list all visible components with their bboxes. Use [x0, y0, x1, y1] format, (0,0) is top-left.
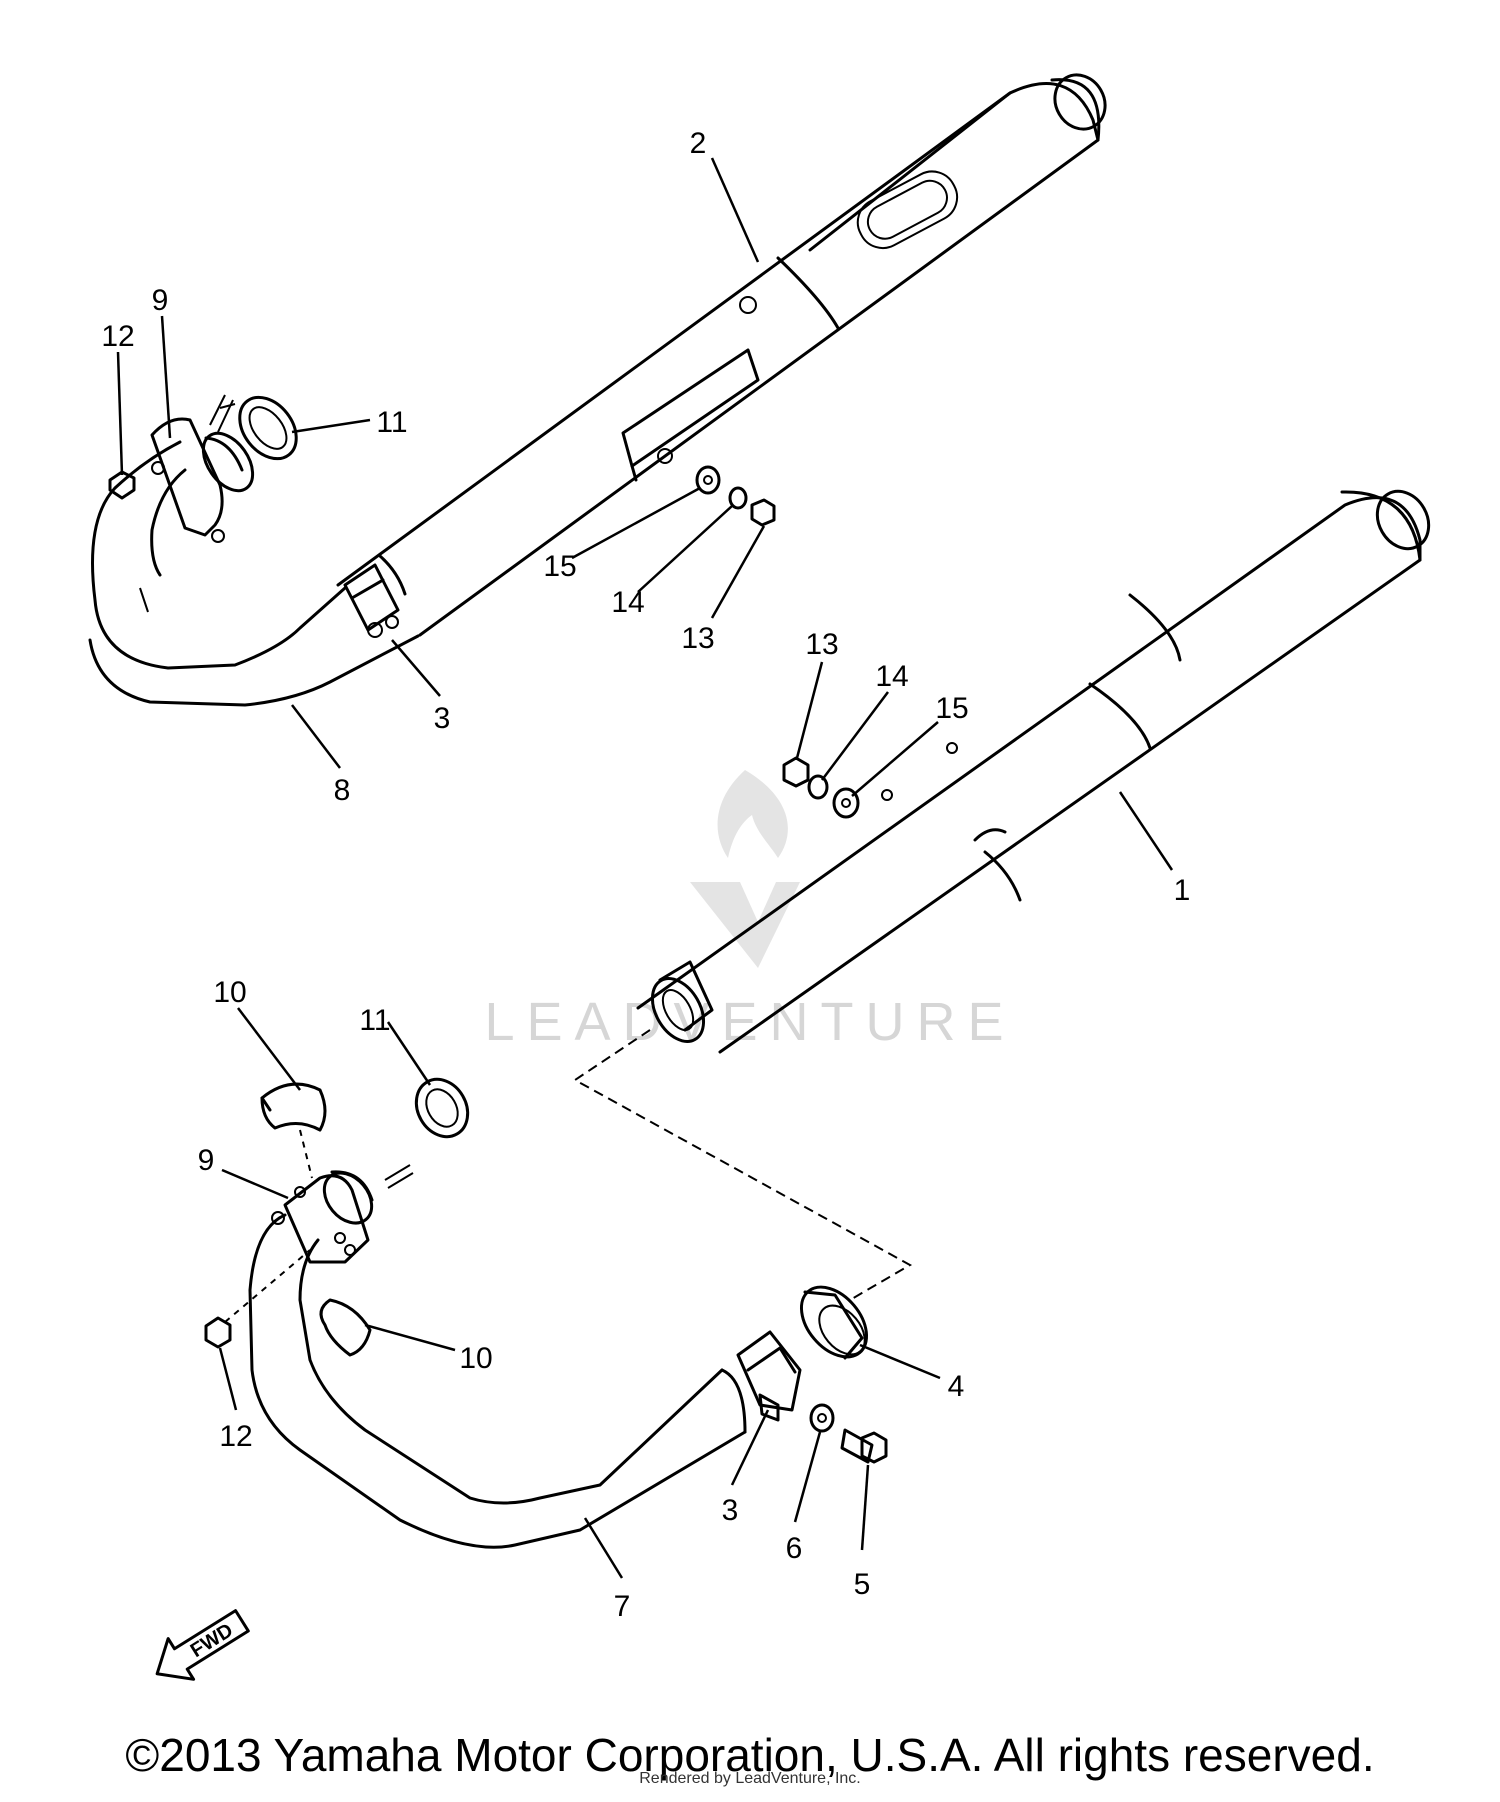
callout-3-upper: 3 — [434, 702, 451, 735]
callout-13-lower: 13 — [805, 628, 838, 661]
clamp-lower — [799, 1285, 869, 1360]
watermark-flame-icon — [717, 770, 788, 858]
callout-7: 7 — [614, 1590, 631, 1623]
gasket-upper — [238, 395, 298, 461]
washer — [809, 1403, 835, 1433]
nut-upper — [108, 470, 136, 500]
callout-12-lower: 12 — [219, 1420, 252, 1453]
flange-lower — [271, 1164, 414, 1264]
rendered-by-notice: Rendered by LeadVenture, Inc. — [639, 1770, 861, 1787]
gasket-10-upper — [260, 1082, 327, 1132]
fasteners-lower — [782, 756, 860, 819]
muffler-upper — [336, 73, 1107, 637]
callout-9-upper: 9 — [152, 284, 169, 317]
callout-8: 8 — [334, 774, 351, 807]
callout-11-upper: 11 — [376, 406, 407, 439]
callout-15-upper: 15 — [543, 550, 576, 583]
callout-3-lower: 3 — [722, 1494, 739, 1527]
callout-11-lower: 11 — [359, 1004, 390, 1037]
callout-9-lower: 9 — [198, 1144, 215, 1177]
callout-14-lower: 14 — [875, 660, 908, 693]
fwd-arrow-icon — [155, 1609, 250, 1681]
callout-1: 1 — [1174, 874, 1191, 907]
bolt — [840, 1428, 888, 1464]
flange-upper — [150, 394, 255, 543]
callout-6: 6 — [786, 1532, 803, 1565]
watermark: LEADVENTURE — [484, 770, 1015, 1052]
watermark-text: LEADVENTURE — [484, 992, 1015, 1052]
callout-4: 4 — [948, 1370, 965, 1403]
leader-lines — [116, 157, 1174, 1579]
callout-12-upper: 12 — [101, 320, 134, 353]
callout-2: 2 — [690, 127, 707, 160]
callout-5: 5 — [854, 1568, 871, 1601]
copyright-notice: ©2013 Yamaha Motor Corporation, U.S.A. A… — [125, 1729, 1375, 1781]
clamp-3-lower — [736, 1330, 802, 1422]
nut-lower — [204, 1316, 232, 1349]
callout-13-upper: 13 — [681, 622, 714, 655]
gasket-lower — [414, 1077, 470, 1139]
stud-dash-line — [224, 1129, 313, 1323]
callout-15-lower: 15 — [935, 692, 968, 725]
exhaust-pipe-upper — [88, 440, 420, 707]
callout-10-lower: 10 — [459, 1342, 492, 1375]
callout-10-upper: 10 — [213, 976, 246, 1009]
clamp-upper — [343, 563, 400, 638]
gasket-10-lower — [319, 1298, 372, 1357]
callouts: 2 9 12 11 15 14 13 3 8 13 14 15 1 10 11 … — [101, 127, 1190, 1623]
callout-14-upper: 14 — [611, 586, 644, 619]
alignment-dashed-line — [573, 1029, 913, 1301]
fwd-arrow: FWD — [155, 1609, 250, 1681]
watermark-v-icon — [690, 882, 800, 968]
exhaust-pipe-lower — [248, 1213, 747, 1549]
muffler-lower — [636, 489, 1431, 1054]
fasteners-upper — [695, 465, 776, 527]
